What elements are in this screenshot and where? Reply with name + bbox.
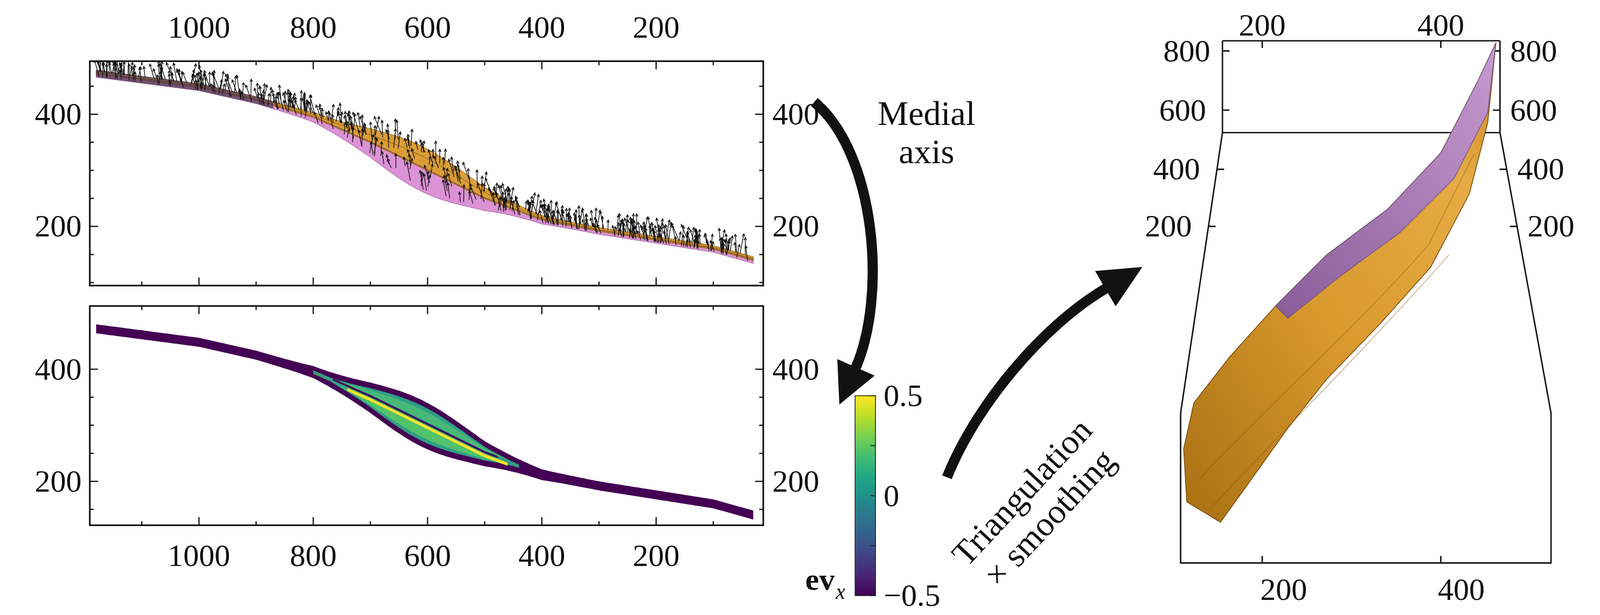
tick-label: 400: [35, 98, 82, 130]
colorbar-tick-label: −0.5: [883, 580, 941, 612]
sheet-purple: [1275, 43, 1497, 319]
lens-yellow-stripe: [347, 387, 508, 466]
tick-label: 800: [289, 11, 337, 44]
tick-label: 200: [1144, 210, 1192, 242]
tick-label: 400: [772, 98, 820, 130]
tick-label: 400: [1437, 574, 1485, 606]
step-arrow: [814, 101, 873, 370]
tick-label: 600: [1510, 94, 1557, 127]
colorbar-ticks: [870, 395, 876, 596]
normal-vectors: [93, 61, 748, 261]
tick-label: 400: [772, 353, 820, 386]
tick-label: 400: [35, 353, 82, 386]
tick-label: 200: [632, 540, 680, 572]
tick-label: 1000: [167, 11, 231, 44]
colorbar: [854, 395, 876, 596]
tick-label: 600: [404, 11, 451, 44]
sheet-shading: [1199, 152, 1475, 511]
tick-label: 400: [518, 540, 566, 572]
plot-frame: [89, 61, 764, 287]
tick-label: 200: [772, 465, 820, 498]
plot-frame: [89, 305, 764, 526]
tick-label: 400: [518, 11, 566, 44]
colorbar-tick-label: 0: [883, 480, 900, 512]
step-arrow-head: [1095, 267, 1143, 307]
lens-dark-stripe: [333, 378, 498, 458]
tick-label: 200: [1260, 574, 1307, 606]
tick-label: 800: [289, 540, 337, 572]
sheet-orange: [1183, 43, 1497, 523]
tick-label: 800: [1163, 35, 1210, 67]
axis-ticks: [89, 61, 764, 526]
tick-label: 400: [1517, 153, 1565, 185]
lens-teal: [312, 371, 519, 468]
tick-label: 600: [1159, 94, 1207, 127]
step-label: Medial axis: [870, 94, 984, 171]
lens-green-upper: [312, 370, 519, 466]
sheet-purple: [95, 324, 754, 520]
box-frame: [1180, 40, 1552, 564]
tick-label: 200: [772, 210, 820, 242]
tick-label: 1000: [167, 540, 231, 572]
tick-label: 800: [1510, 35, 1557, 67]
tick-label: 400: [1153, 153, 1201, 185]
tick-label: 200: [632, 11, 680, 44]
tick-label: 200: [1239, 9, 1286, 41]
eigenvector-panel: [95, 324, 754, 520]
step-arrow-head: [837, 359, 875, 406]
colorbar-tick-label: 0.5: [883, 380, 923, 412]
tick-label: 200: [1527, 210, 1575, 242]
colorbar-title: ev: [805, 564, 836, 596]
tick-label: 600: [404, 540, 451, 572]
lens-green-lower: [312, 372, 519, 469]
tick-label: 400: [1417, 9, 1465, 41]
normals-panel: [93, 61, 754, 264]
colorbar-title-subscript: x: [835, 581, 846, 603]
surface-3d: [1180, 40, 1552, 564]
tick-label: 200: [35, 465, 82, 498]
tick-label: 200: [35, 210, 82, 242]
